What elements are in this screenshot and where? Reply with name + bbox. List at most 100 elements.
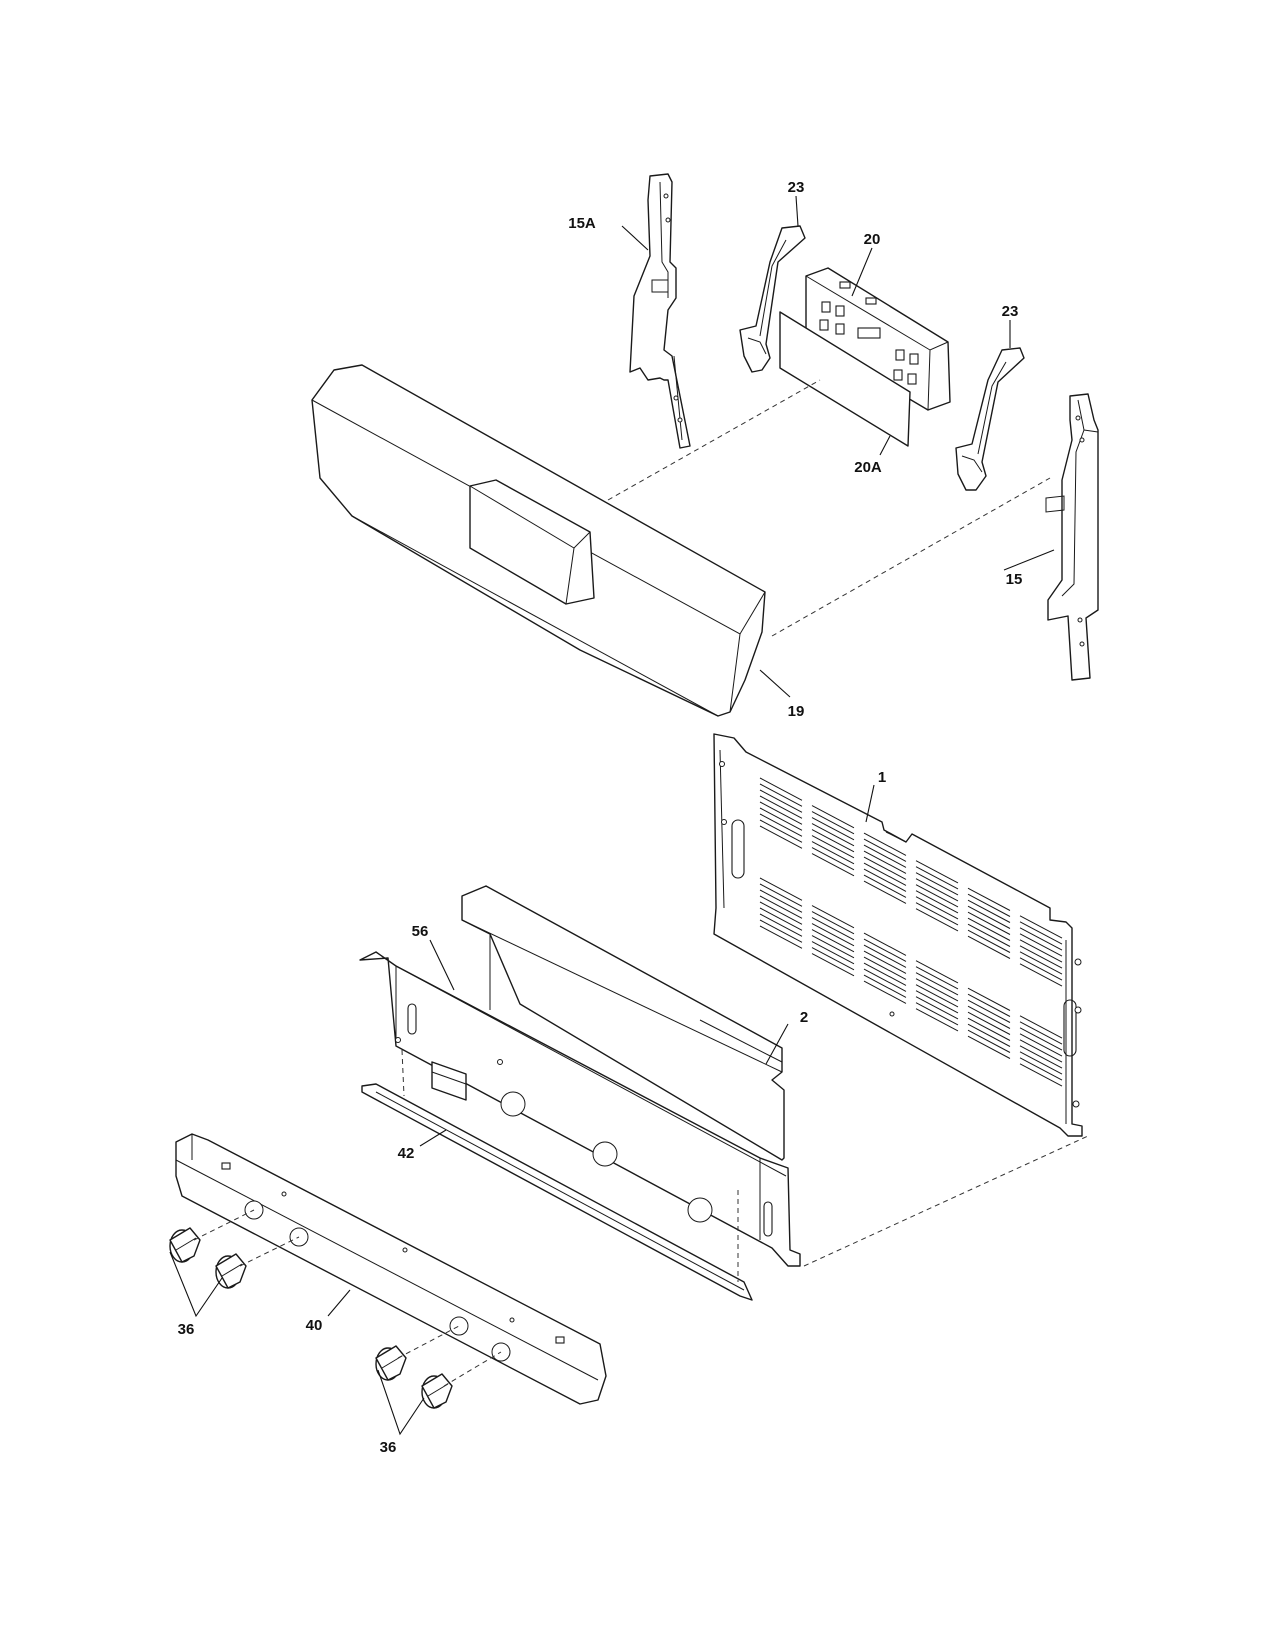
louver-slot [759, 789, 803, 813]
rear-panel-louvers [759, 777, 1063, 1087]
louver-slot [863, 974, 907, 998]
louver-slot [967, 935, 1011, 959]
knob-1 [169, 1227, 201, 1263]
louver-slot [863, 844, 907, 868]
louver-slot [759, 925, 803, 949]
louver-slot [759, 795, 803, 819]
louver-slot [811, 829, 855, 853]
part-42-trim-strip [361, 1083, 753, 1301]
louver-slot [915, 872, 959, 896]
louver-slot [1019, 1051, 1063, 1075]
louver-slot [759, 919, 803, 943]
louver-slot [811, 805, 855, 829]
part-36-knob-group-left [169, 1227, 247, 1289]
louver-slot [1019, 1033, 1063, 1057]
louver-slot [811, 953, 855, 977]
louver-slot [967, 899, 1011, 923]
louver-slot [915, 896, 959, 920]
callout-15A: 15A [568, 215, 596, 232]
louver-slot [967, 1035, 1011, 1059]
callout-19: 19 [788, 703, 805, 720]
louver-slot [967, 993, 1011, 1017]
part-23-clip-right [955, 347, 1025, 491]
louver-slot [863, 880, 907, 904]
louver-slot [915, 1008, 959, 1032]
louver-slot [1019, 927, 1063, 951]
louver-slot [863, 868, 907, 892]
louver-slot [967, 893, 1011, 917]
louver-slot [915, 1002, 959, 1026]
louver-slot [915, 978, 959, 1002]
part-15A-end-cap-left [629, 173, 691, 449]
louver-slot [967, 1011, 1011, 1035]
louver-slot [811, 847, 855, 871]
callout-15: 15 [1006, 571, 1023, 588]
callout-40: 40 [306, 1317, 323, 1334]
louver-slot [1019, 1021, 1063, 1045]
louver-slot [915, 908, 959, 932]
louver-slot [1019, 957, 1063, 981]
callout-42: 42 [398, 1145, 415, 1162]
part-23-clip-left [739, 225, 806, 373]
louver-slot [915, 960, 959, 984]
louver-slot [811, 911, 855, 935]
knob-3 [375, 1345, 407, 1381]
louver-slot [759, 895, 803, 919]
louver-slot [759, 883, 803, 907]
callout-1: 1 [878, 769, 886, 786]
knob-2 [215, 1253, 247, 1289]
louver-slot [863, 950, 907, 974]
louver-slot [967, 929, 1011, 953]
louver-slot [759, 813, 803, 837]
louver-slot [863, 938, 907, 962]
louver-slot [1019, 915, 1063, 939]
callout-23-left: 23 [788, 179, 805, 196]
louver-slot [915, 996, 959, 1020]
part-20A-overlay [779, 311, 911, 447]
louver-slot [863, 874, 907, 898]
louver-slot [967, 987, 1011, 1011]
louver-slot [915, 884, 959, 908]
part-19-control-panel [311, 364, 766, 717]
louver-slot [811, 935, 855, 959]
louver-slot [811, 941, 855, 965]
louver-slot [1019, 951, 1063, 975]
louver-slot [863, 932, 907, 956]
louver-slot [915, 866, 959, 890]
louver-slot [863, 832, 907, 856]
louver-slot [967, 1023, 1011, 1047]
louver-slot [915, 972, 959, 996]
louver-slot [1019, 1063, 1063, 1087]
louver-slot [915, 984, 959, 1008]
louver-slot [915, 966, 959, 990]
louver-slot [863, 856, 907, 880]
louver-slot [915, 890, 959, 914]
louver-slot [967, 1029, 1011, 1053]
callout-36-left: 36 [178, 1321, 195, 1338]
louver-slot [1019, 1027, 1063, 1051]
louver-slot [759, 819, 803, 843]
louver-slot [811, 929, 855, 953]
louver-slot [1019, 963, 1063, 987]
louver-slot [759, 777, 803, 801]
louver-slot [811, 823, 855, 847]
knob-4 [421, 1373, 453, 1409]
louver-slot [863, 956, 907, 980]
louver-slot [967, 887, 1011, 911]
louver-slot [915, 902, 959, 926]
louver-slot [759, 913, 803, 937]
part-1-rear-panel [713, 733, 1083, 1137]
louver-slot [1019, 1039, 1063, 1063]
callout-36-right: 36 [380, 1439, 397, 1456]
louver-slot [759, 907, 803, 931]
louver-slot [915, 878, 959, 902]
louver-slot [1019, 945, 1063, 969]
louver-slot [811, 853, 855, 877]
louver-slot [759, 783, 803, 807]
louver-slot [967, 911, 1011, 935]
callout-23-right: 23 [1002, 303, 1019, 320]
louver-slot [759, 801, 803, 825]
louver-slot [967, 1005, 1011, 1029]
alignment-lines [193, 379, 1089, 1387]
